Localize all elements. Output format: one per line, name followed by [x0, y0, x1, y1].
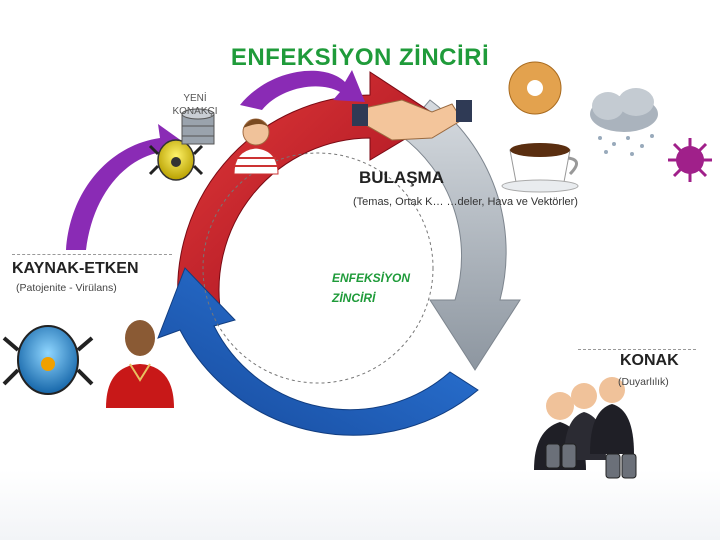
cycle-arrow-blue [157, 267, 479, 436]
purple-arrow-top [240, 70, 365, 110]
center-label-line-1: ENFEKSİYON [332, 271, 411, 285]
background-band [0, 470, 720, 540]
source-title: KAYNAK-ETKEN [12, 260, 139, 277]
person-icon [233, 118, 279, 175]
virus-icon [668, 138, 712, 182]
new-host-line-1: YENİ [183, 93, 207, 104]
purple-arrow-left [66, 124, 186, 250]
cycle-arrow-gray [399, 99, 521, 371]
database-icon [181, 108, 215, 145]
bug-icon-source [2, 325, 94, 395]
transmission-subtitle: (Temas, Ortak K… …deler, Hava ve Vektörl… [353, 196, 578, 208]
center-label: ENFEKSİYON ZİNCİRİ [332, 268, 410, 308]
page-title: ENFEKSİYON ZİNCİRİ [230, 44, 490, 71]
transmission-title: BULAŞMA [359, 168, 444, 187]
host-title: KONAK [620, 352, 679, 369]
dashed-circle [202, 152, 434, 384]
host-divider [578, 349, 696, 350]
host-subtitle: (Duyarlılık) [618, 376, 669, 388]
bug-icon [148, 139, 204, 181]
cycle-arrow-red [177, 71, 441, 321]
center-label-line-2: ZİNCİRİ [332, 291, 376, 305]
person-icon-source [106, 320, 174, 408]
donut-icon [508, 61, 562, 115]
binoculars-people-icon [534, 377, 637, 479]
coffee-icon [501, 143, 579, 193]
source-subtitle: (Patojenite - Virülans) [16, 282, 117, 294]
new-host-line-2: KONAKÇI [172, 106, 218, 117]
cloud-rain-icon [590, 88, 658, 156]
handshake-icon [352, 99, 472, 141]
new-host-label: YENİ KONAKÇI [160, 92, 230, 118]
source-divider [12, 254, 172, 255]
